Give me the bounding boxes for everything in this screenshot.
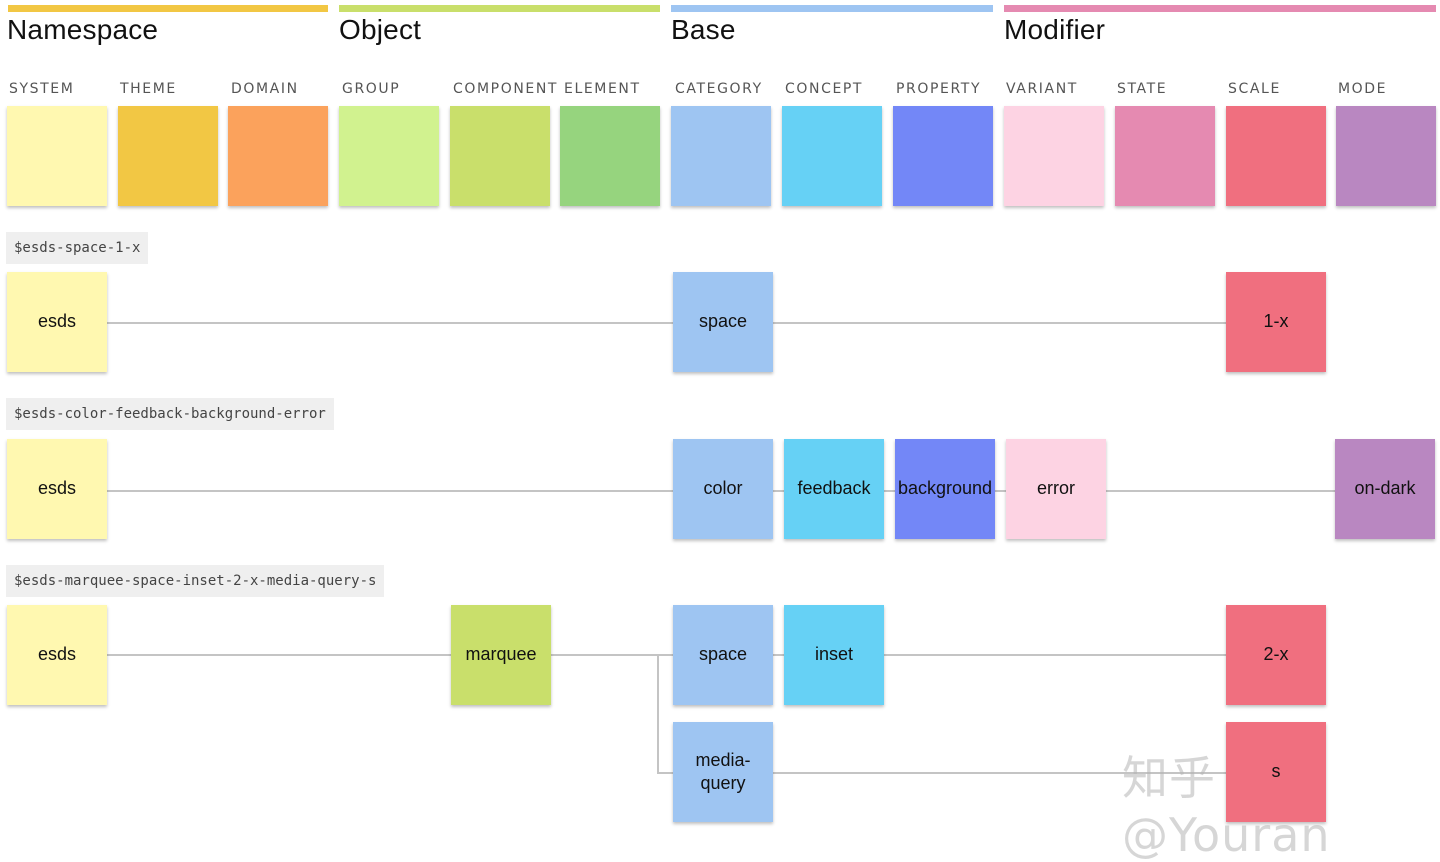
category-label-scale: SCALE: [1228, 81, 1281, 97]
token-part-category-media-query: media- query: [673, 722, 773, 822]
swatch-property: [893, 106, 993, 206]
swatch-mode: [1336, 106, 1436, 206]
swatch-group: [339, 106, 439, 206]
swatch-category: [671, 106, 771, 206]
watermark: 知乎 @Youran: [1122, 751, 1331, 862]
swatch-scale: [1226, 106, 1326, 206]
group-title-namespace: Namespace: [7, 14, 159, 45]
group-bar-object: [339, 5, 660, 12]
category-label-element: ELEMENT: [564, 81, 641, 97]
token-part-system: esds: [7, 439, 107, 539]
token-name-label: $esds-space-1-x: [6, 232, 149, 264]
token-part-system: esds: [7, 272, 107, 372]
category-label-category: CATEGORY: [675, 81, 763, 97]
category-label-system: SYSTEM: [9, 81, 75, 97]
group-title-modifier: Modifier: [1004, 14, 1106, 45]
category-label-domain: DOMAIN: [231, 81, 299, 97]
connector-line: [106, 322, 1228, 324]
token-part-category: space: [673, 605, 773, 705]
token-part-concept: feedback: [784, 439, 884, 539]
category-label-component: COMPONENT: [453, 81, 559, 97]
token-part-variant: error: [1006, 439, 1106, 539]
token-name-label: $esds-color-feedback-background-error: [6, 398, 334, 430]
category-label-state: STATE: [1117, 81, 1168, 97]
swatch-domain: [228, 106, 328, 206]
category-label-property: PROPERTY: [896, 81, 982, 97]
token-name-label: $esds-marquee-space-inset-2-x-media-quer…: [6, 565, 385, 597]
token-part-property: background: [895, 439, 995, 539]
swatch-state: [1115, 106, 1215, 206]
swatch-element: [560, 106, 660, 206]
connector-line: [106, 654, 1228, 656]
group-title-base: Base: [671, 14, 736, 45]
token-part-component: marquee: [451, 605, 551, 705]
group-title-object: Object: [339, 14, 422, 45]
token-part-category: color: [673, 439, 773, 539]
category-label-concept: CONCEPT: [785, 81, 864, 97]
group-bar-base: [671, 5, 993, 12]
token-part-system: esds: [7, 605, 107, 705]
connector-branch-vertical: [657, 654, 659, 774]
swatch-system: [7, 106, 107, 206]
category-label-group: GROUP: [342, 81, 401, 97]
category-label-theme: THEME: [120, 81, 177, 97]
token-part-scale-s: s: [1226, 722, 1326, 822]
swatch-concept: [782, 106, 882, 206]
swatch-variant: [1004, 106, 1104, 206]
token-part-category: space: [673, 272, 773, 372]
token-part-scale: 1-x: [1226, 272, 1326, 372]
swatch-component: [450, 106, 550, 206]
category-label-variant: VARIANT: [1006, 81, 1078, 97]
group-bar-namespace: [8, 5, 328, 12]
token-part-mode: on-dark: [1335, 439, 1435, 539]
group-bar-modifier: [1004, 5, 1436, 12]
connector-branch-horizontal: [657, 772, 1228, 774]
token-part-scale: 2-x: [1226, 605, 1326, 705]
category-label-mode: MODE: [1338, 81, 1388, 97]
swatch-theme: [118, 106, 218, 206]
token-part-concept: inset: [784, 605, 884, 705]
